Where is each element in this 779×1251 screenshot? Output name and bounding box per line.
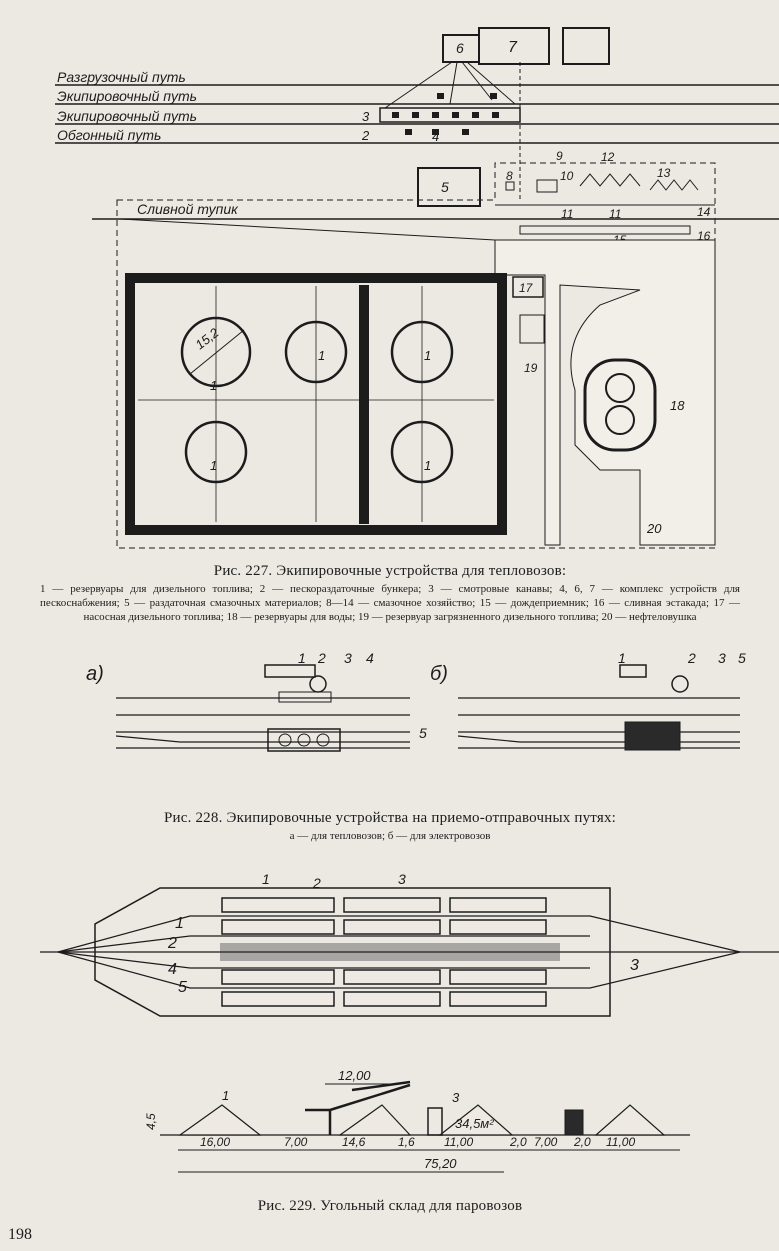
- coal-stacks: [221, 897, 547, 1007]
- dim-3: 14,6: [342, 1135, 366, 1149]
- label-7: 7: [508, 39, 518, 56]
- label-10: 10: [560, 169, 574, 183]
- label-9: 9: [556, 149, 563, 163]
- label-6: 6: [456, 40, 464, 56]
- track-num-2: 2: [167, 935, 177, 952]
- dim-6: 2,0: [509, 1135, 527, 1149]
- label-11b: 11: [609, 207, 621, 221]
- building-7: [478, 27, 550, 65]
- fence: [116, 162, 716, 549]
- label-19: 19: [524, 361, 538, 375]
- label-11a: 11: [561, 207, 573, 221]
- label-2: 2: [361, 128, 370, 143]
- plan-label-3: 3: [398, 871, 406, 887]
- label-8: 8: [506, 169, 513, 183]
- label-4: 4: [432, 129, 439, 144]
- a-label-3: 3: [344, 650, 352, 666]
- figure-228: а) 1 2 3 4 5 б) 1 2 3 5: [86, 650, 746, 752]
- crane: [305, 1080, 411, 1135]
- dim-9: 11,00: [606, 1135, 635, 1149]
- dim-5: 11,00: [444, 1135, 473, 1149]
- label-5: 5: [441, 179, 449, 195]
- label-13: 13: [657, 166, 671, 180]
- coal-piles: [178, 1104, 666, 1136]
- inspection-pit: [379, 107, 521, 123]
- diameter-label: 15,2: [192, 324, 222, 352]
- a-label-2: 2: [317, 650, 326, 666]
- unloading-trestle: [519, 225, 691, 235]
- fuel-tanks: [180, 316, 454, 484]
- track-label-4: Обгонный путь: [57, 127, 161, 143]
- water-reservoirs: [583, 358, 657, 452]
- a-label-1: 1: [298, 650, 306, 666]
- a-label-4: 4: [366, 650, 374, 666]
- dim-7: 7,00: [534, 1135, 558, 1149]
- label-14: 14: [697, 205, 711, 219]
- section-label-1: 1: [222, 1088, 229, 1103]
- building-blank: [562, 27, 610, 65]
- label-12: 12: [601, 150, 615, 164]
- b-label-2: 2: [687, 650, 696, 666]
- dim-1: 16,00: [200, 1135, 230, 1149]
- dim-2: 7,00: [284, 1135, 308, 1149]
- fig228-caption: Рис. 228. Экипировочные устройства на пр…: [163, 810, 617, 826]
- figure-229: 1 2 3 1 2 4 5 3 1 3 34,5м² 12,00 4,5 16,…: [40, 871, 779, 1173]
- tank-label-4: 1: [210, 458, 217, 473]
- b-label-5: 5: [738, 650, 746, 666]
- a-label-5: 5: [419, 725, 427, 741]
- fig228-legend: а — для тепловозов; б — для электровозов: [289, 830, 491, 842]
- track-num-1: 1: [175, 915, 184, 932]
- section-label-3: 3: [452, 1090, 460, 1105]
- dead-end-label: Сливной тупик: [137, 201, 239, 217]
- track-num-4: 4: [168, 961, 177, 978]
- dim-8: 2,0: [573, 1135, 591, 1149]
- label-a: а): [86, 663, 104, 685]
- fig227-legend: 1 — резервуары для дизельного топлива; 2…: [40, 583, 740, 623]
- tank-embankment: [125, 273, 507, 535]
- dim-height: 4,5: [144, 1113, 158, 1130]
- building-5: [417, 167, 481, 207]
- sand-area: [494, 239, 716, 546]
- track-label-3: Экипировочный путь: [57, 108, 197, 124]
- track-num-3: 3: [630, 957, 639, 974]
- area-label: 34,5м²: [455, 1116, 494, 1131]
- tank-label-1: 1: [210, 378, 217, 393]
- dim-total: 75,20: [424, 1156, 457, 1171]
- plan-label-1: 1: [262, 871, 270, 887]
- b-label-1: 1: [618, 650, 626, 666]
- label-17: 17: [519, 281, 534, 295]
- dim-top: 12,00: [338, 1068, 371, 1083]
- label-3: 3: [362, 109, 370, 124]
- figure-227: 6 7 Разгрузочный путь Экипировочный путь…: [55, 27, 779, 549]
- tank-label-5: 1: [424, 458, 431, 473]
- b-label-3: 3: [718, 650, 726, 666]
- fig227-caption: Рис. 227. Экипировочные устройства для т…: [213, 563, 567, 579]
- tracks: [55, 84, 779, 144]
- plan-label-2: 2: [312, 875, 321, 891]
- track-label-1: Разгрузочный путь: [57, 69, 186, 85]
- fig229-caption: Рис. 229. Угольный склад для паровозов: [257, 1198, 523, 1214]
- label-18: 18: [670, 398, 685, 413]
- dim-4: 1,6: [398, 1135, 415, 1149]
- tank-label-3: 1: [424, 348, 431, 363]
- label-20: 20: [646, 521, 662, 536]
- label-b: б): [430, 663, 448, 685]
- track-label-2: Экипировочный путь: [57, 88, 197, 104]
- page-number: 198: [8, 1226, 32, 1243]
- track-num-5: 5: [178, 979, 187, 996]
- coal-yard-outline: [94, 887, 611, 1017]
- building-17: [512, 276, 544, 298]
- tank-label-2: 1: [318, 348, 325, 363]
